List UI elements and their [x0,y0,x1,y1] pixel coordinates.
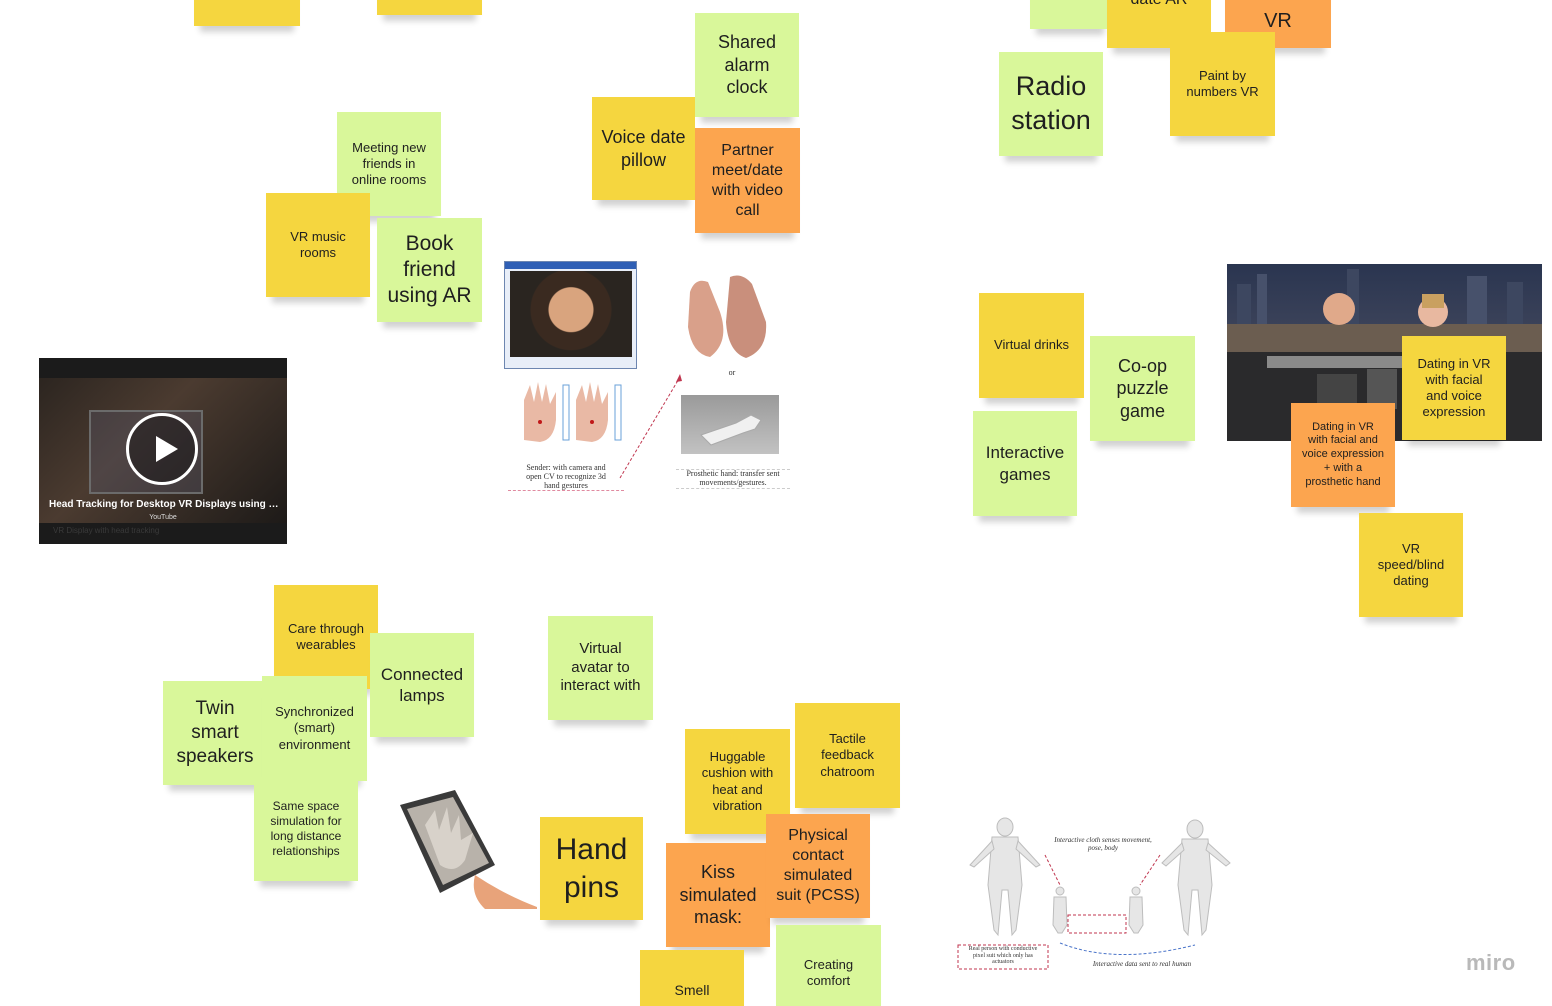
sticky-note-vr-speed-dating[interactable]: VR speed/blind dating [1359,513,1463,617]
sticky-note-creating-comfort[interactable]: Creating comfort [776,925,881,1006]
prosthetic-hand-image[interactable] [681,395,779,454]
sticky-note-voice-date-pillow[interactable]: Voice date pillow [592,97,695,200]
video-subtitle: VR Display with head tracking [53,526,160,535]
youtube-video-embed[interactable]: Head Tracking for Desktop VR Displays us… [39,358,287,544]
miro-logo[interactable]: miro [1466,950,1516,975]
suit-top-caption: Interactive cloth senses movement, pose,… [1054,836,1152,852]
body-suit-diagram[interactable]: Interactive cloth senses movement, pose,… [950,815,1240,975]
or-label: or [728,368,736,377]
sticky-note-kiss-mask[interactable]: Kiss simulated mask: [666,843,770,947]
sticky-note-smell[interactable]: Smell [640,950,744,1006]
pin-art-hand-image[interactable] [395,785,540,909]
play-icon[interactable] [126,413,198,485]
sticky-note-connected-lamps[interactable]: Connected lamps [370,633,474,737]
sticky-note-vr-music-rooms[interactable]: VR music rooms [266,193,370,297]
prosthetic-caption: Prosthetic hand: transfer sent movements… [676,469,790,489]
sender-caption: Sender: with camera and open CV to recog… [508,463,624,492]
hands-3d-image[interactable] [680,272,772,362]
sticky-note-tactile-feedback[interactable]: Tactile feedback chatroom [795,703,900,808]
suit-left-caption: Real person with conductive pixel suit w… [968,946,1038,966]
sticky-note-care-wearables[interactable]: Care through wearables [274,585,378,689]
webcam-screenshot-image[interactable] [504,261,637,369]
sticky-note-shared-alarm-clock[interactable]: Shared alarm clock [695,13,799,117]
sticky-note-paint-by-numbers[interactable]: Paint by numbers VR [1170,32,1275,136]
sticky-note-coop-puzzle[interactable]: Co-op puzzle game [1090,336,1195,441]
sticky-note-dating-vr-prosthetic[interactable]: Dating in VR with facial and voice expre… [1291,403,1395,507]
arrow-to-prosthetic [619,374,682,479]
hand-keypoints-illustration [524,382,622,442]
webcam-titlebar [505,262,636,269]
sticky-note-hand-pins[interactable]: Hand pins [540,817,643,920]
sticky-note-interactive-games[interactable]: Interactive games [973,411,1077,516]
video-title: Head Tracking for Desktop VR Displays us… [49,499,279,510]
sticky-note-virtual-drinks[interactable]: Virtual drinks [979,293,1084,398]
sticky-note-same-space-simulation[interactable]: Same space simulation for long distance … [254,777,358,881]
pin-board-illustration [400,790,537,909]
sticky-note-twin-smart-speakers[interactable]: Twin smart speakers [163,681,267,785]
prosthetic-hand-icon [700,414,762,446]
sticky-note-pcss[interactable]: Physical contact simulated suit (PCSS) [766,814,870,918]
sticky-note-dating-vr-facial[interactable]: Dating in VR with facial and voice expre… [1402,336,1506,440]
sticky-note-top-left-2[interactable] [377,0,482,15]
sticky-note-top-right-green[interactable] [1030,0,1110,29]
webcam-video-frame [510,271,632,357]
sticky-note-book-friend-ar[interactable]: Book friend using AR [377,218,482,322]
sticky-note-radio-station[interactable]: Radio station [999,52,1103,156]
suit-bottom-caption: Interactive data sent to real human [1092,960,1192,968]
video-source: YouTube [149,514,177,521]
sticky-note-synchronized-environment[interactable]: Synchronized (smart) environment [262,676,367,781]
sticky-note-top-left-1[interactable] [194,0,300,26]
hand-icon [688,275,767,358]
hand-gesture-diagram[interactable] [516,380,632,445]
sticky-note-huggable-cushion[interactable]: Huggable cushion with heat and vibration [685,729,790,834]
sticky-note-virtual-avatar[interactable]: Virtual avatar to interact with [548,616,653,720]
body-suit-illustration [957,817,1231,970]
sticky-note-partner-video-call[interactable]: Partner meet/date with video call [695,128,800,233]
